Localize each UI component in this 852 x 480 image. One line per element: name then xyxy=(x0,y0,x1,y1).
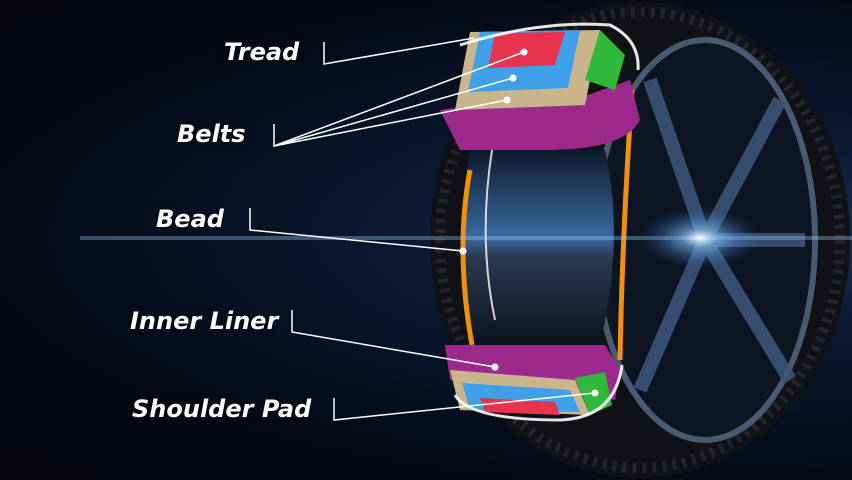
cutaway-outline-top xyxy=(459,22,640,71)
tire-tread-pattern xyxy=(435,7,845,473)
inner-liner-highlight xyxy=(484,149,496,321)
label-tread: Tread xyxy=(224,38,300,66)
lens-flare xyxy=(640,208,760,268)
ply-layer-top xyxy=(440,80,640,150)
label-inner-liner: Inner Liner xyxy=(130,307,279,335)
label-bead: Bead xyxy=(156,205,224,233)
cutaway-outline-bottom xyxy=(453,364,624,422)
label-shoulder-pad: Shoulder Pad xyxy=(132,395,312,423)
leader-dots xyxy=(459,48,599,397)
tire-inner-cavity xyxy=(462,150,614,345)
shoulder-top xyxy=(585,30,625,90)
light-streak xyxy=(80,236,852,240)
leader-lines xyxy=(249,37,596,421)
label-belts: Belts xyxy=(177,120,246,148)
